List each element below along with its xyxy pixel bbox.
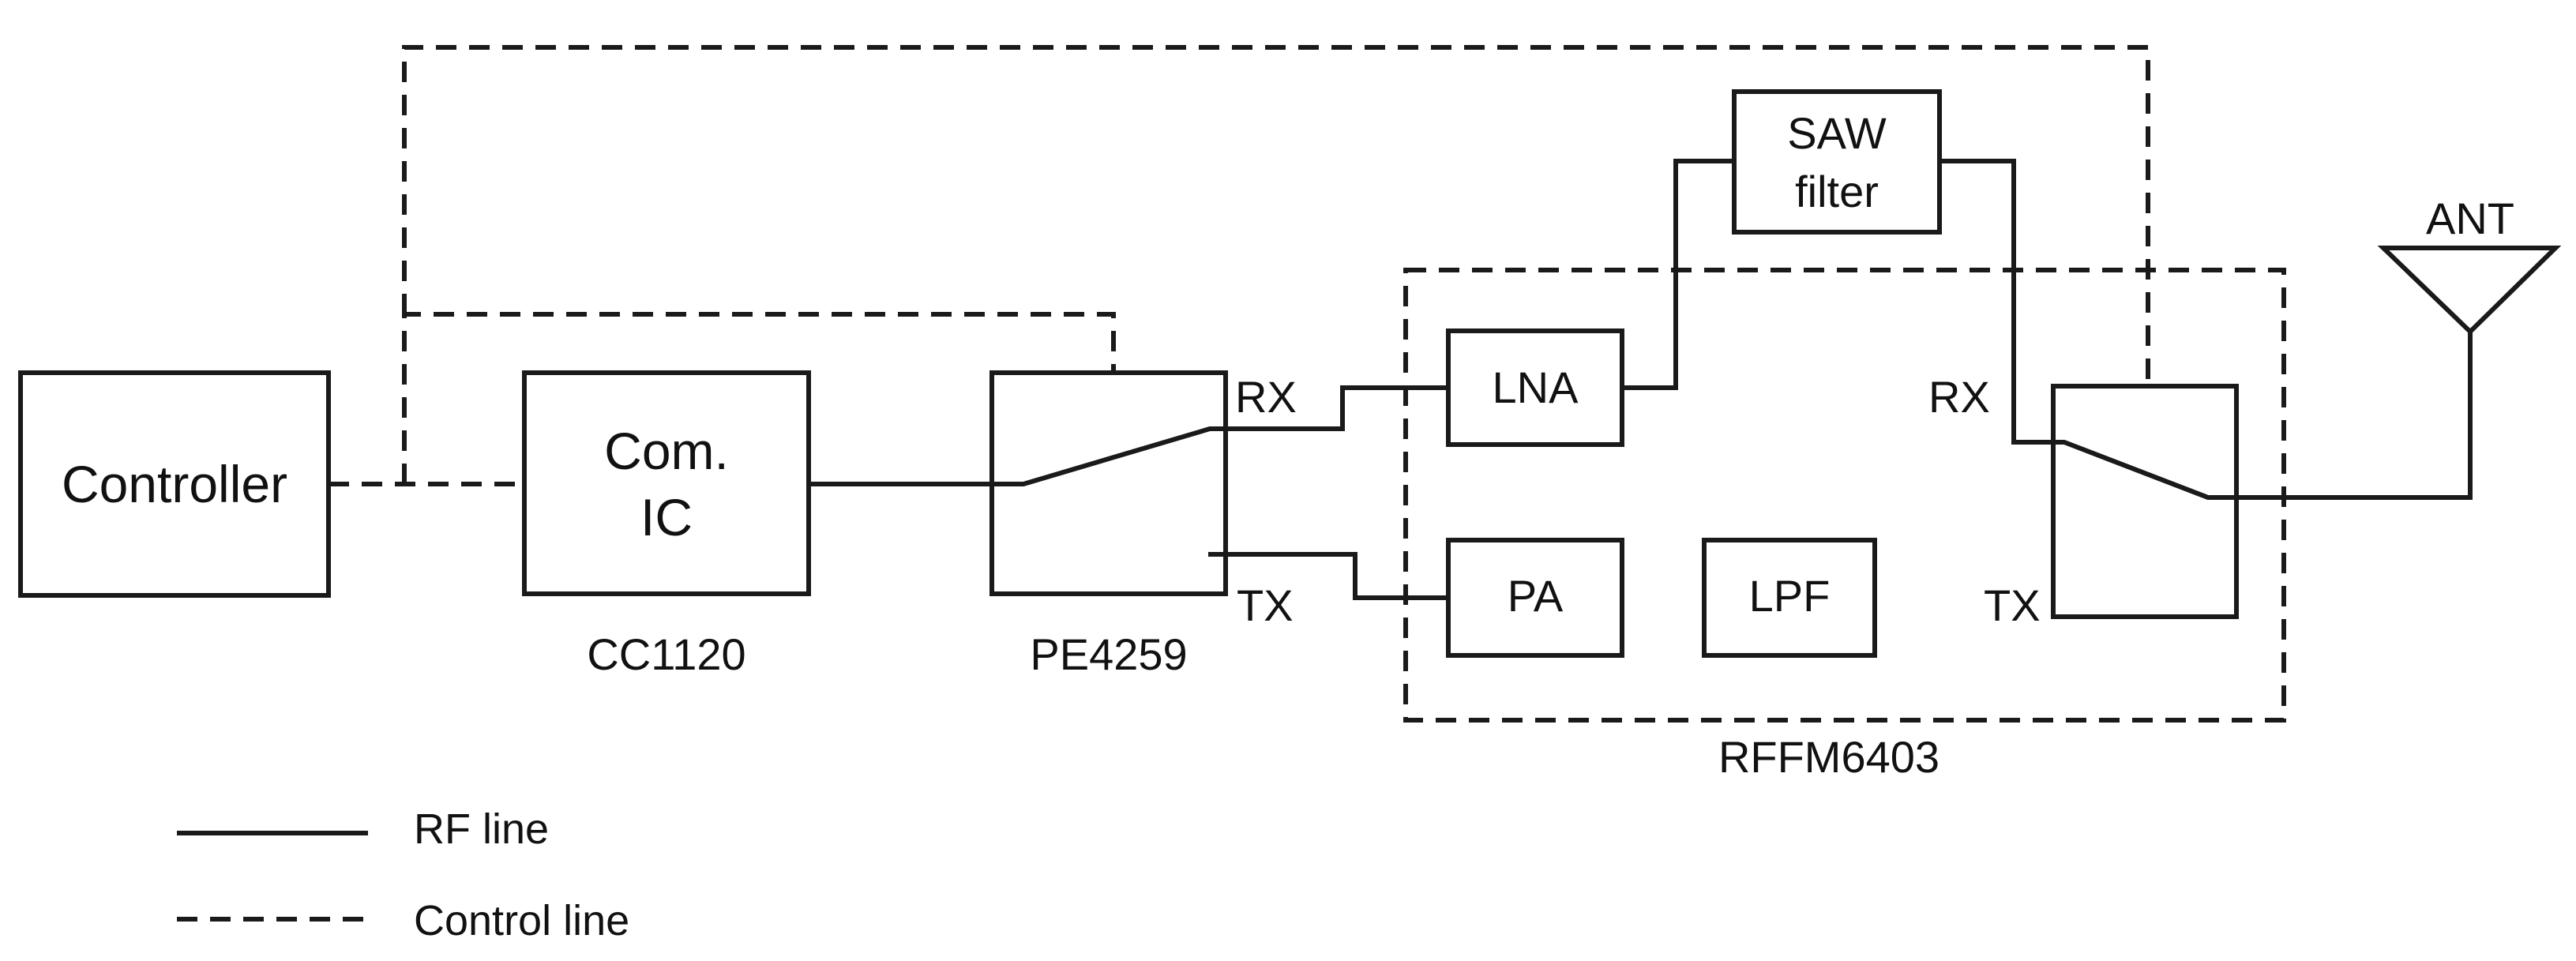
pa-label: PA <box>1508 571 1564 621</box>
saw-filter-box <box>1732 89 1942 235</box>
lna-label: LNA <box>1493 362 1579 412</box>
rf-line-switch-antenna <box>2208 332 2473 500</box>
control-line-to-pe4259 <box>402 312 1116 484</box>
legend: RF line Control line <box>177 805 629 944</box>
pe4259-switch: RX TX PE4259 <box>989 370 1297 679</box>
rf-line-saw-switch2 <box>1940 159 2064 445</box>
rf-line-lna-saw <box>1622 159 1734 390</box>
pa-box <box>1446 538 1624 658</box>
antenna-switch: RX TX <box>1928 372 2239 630</box>
switch2-tx-label: TX <box>1984 580 2041 630</box>
pe4259-box <box>989 370 1228 596</box>
rffm6403-module-border <box>1403 268 2286 723</box>
saw-label-line2: filter <box>1795 167 1879 216</box>
rf-lines <box>809 159 2473 600</box>
antenna-label: ANT <box>2426 193 2514 243</box>
com-ic-box <box>522 370 811 596</box>
com-ic-part-number: CC1120 <box>587 629 745 679</box>
switch1-rx-label: RX <box>1235 372 1297 422</box>
rf-line-rx-lna <box>1210 385 1448 431</box>
switch2-blade <box>2053 440 2236 500</box>
lpf-label: LPF <box>1749 571 1831 621</box>
switch1-tx-label: TX <box>1237 580 1294 630</box>
controller-block: Controller <box>18 370 331 598</box>
rffm6403-part-number: RFFM6403 <box>1718 732 1940 782</box>
lpf-box <box>1702 538 1877 658</box>
lna-block: LNA <box>1446 328 1624 447</box>
switch2-rx-label: RX <box>1928 372 1990 422</box>
com-ic-label-line1: Com. <box>604 422 729 480</box>
antenna-triangle <box>2377 246 2562 336</box>
switch1-blade <box>992 426 1226 486</box>
pe4259-part-number: PE4259 <box>1030 629 1187 679</box>
legend-rf-line-label: RF line <box>414 805 549 853</box>
lna-box <box>1446 328 1624 447</box>
com-ic-block: Com. IC CC1120 <box>522 370 811 679</box>
control-line-to-antenna-switch <box>402 45 2150 386</box>
pa-block: PA <box>1446 538 1624 658</box>
controller-label: Controller <box>62 455 287 513</box>
lpf-block: LPF <box>1702 538 1877 658</box>
saw-filter-block: SAW filter <box>1732 89 1942 235</box>
antenna-icon: ANT <box>2377 193 2562 336</box>
saw-label-line1: SAW <box>1787 108 1887 158</box>
controller-box <box>18 370 331 598</box>
com-ic-label-line2: IC <box>640 488 693 546</box>
rf-line-tx-pa <box>1208 552 1448 600</box>
antenna-switch-box <box>2051 384 2239 619</box>
legend-control-line-label: Control line <box>414 897 629 944</box>
